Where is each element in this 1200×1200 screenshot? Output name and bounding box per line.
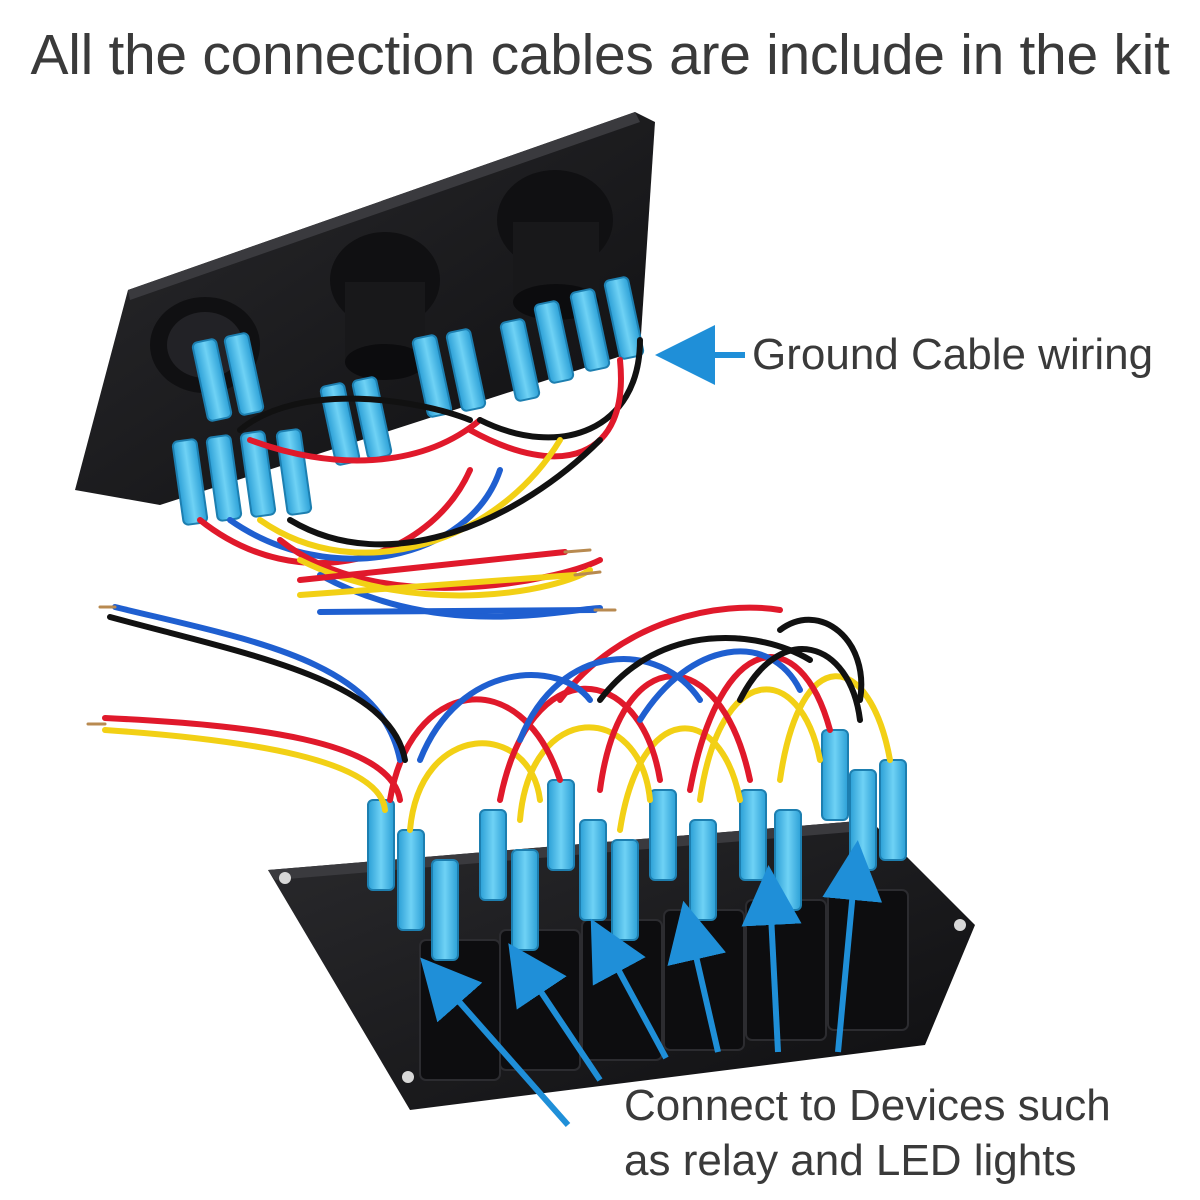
- upper-switch-panel: [75, 112, 655, 620]
- loose-wire-ends: [297, 548, 617, 615]
- ground-cable-callout: Ground Cable wiring: [752, 330, 1154, 379]
- lower-wires: [387, 604, 893, 833]
- lower-loose-wires: [86, 604, 408, 813]
- power-socket: [330, 232, 440, 380]
- devices-callout: Connect to Devices such as relay and LED…: [624, 1078, 1184, 1188]
- devices-callout-line-1: Connect to Devices such: [624, 1081, 1111, 1130]
- headline: All the connection cables are include in…: [30, 23, 1170, 87]
- devices-callout-line-2: as relay and LED lights: [624, 1136, 1077, 1185]
- upper-connectors: [171, 276, 645, 526]
- device-arrows: [420, 840, 883, 1127]
